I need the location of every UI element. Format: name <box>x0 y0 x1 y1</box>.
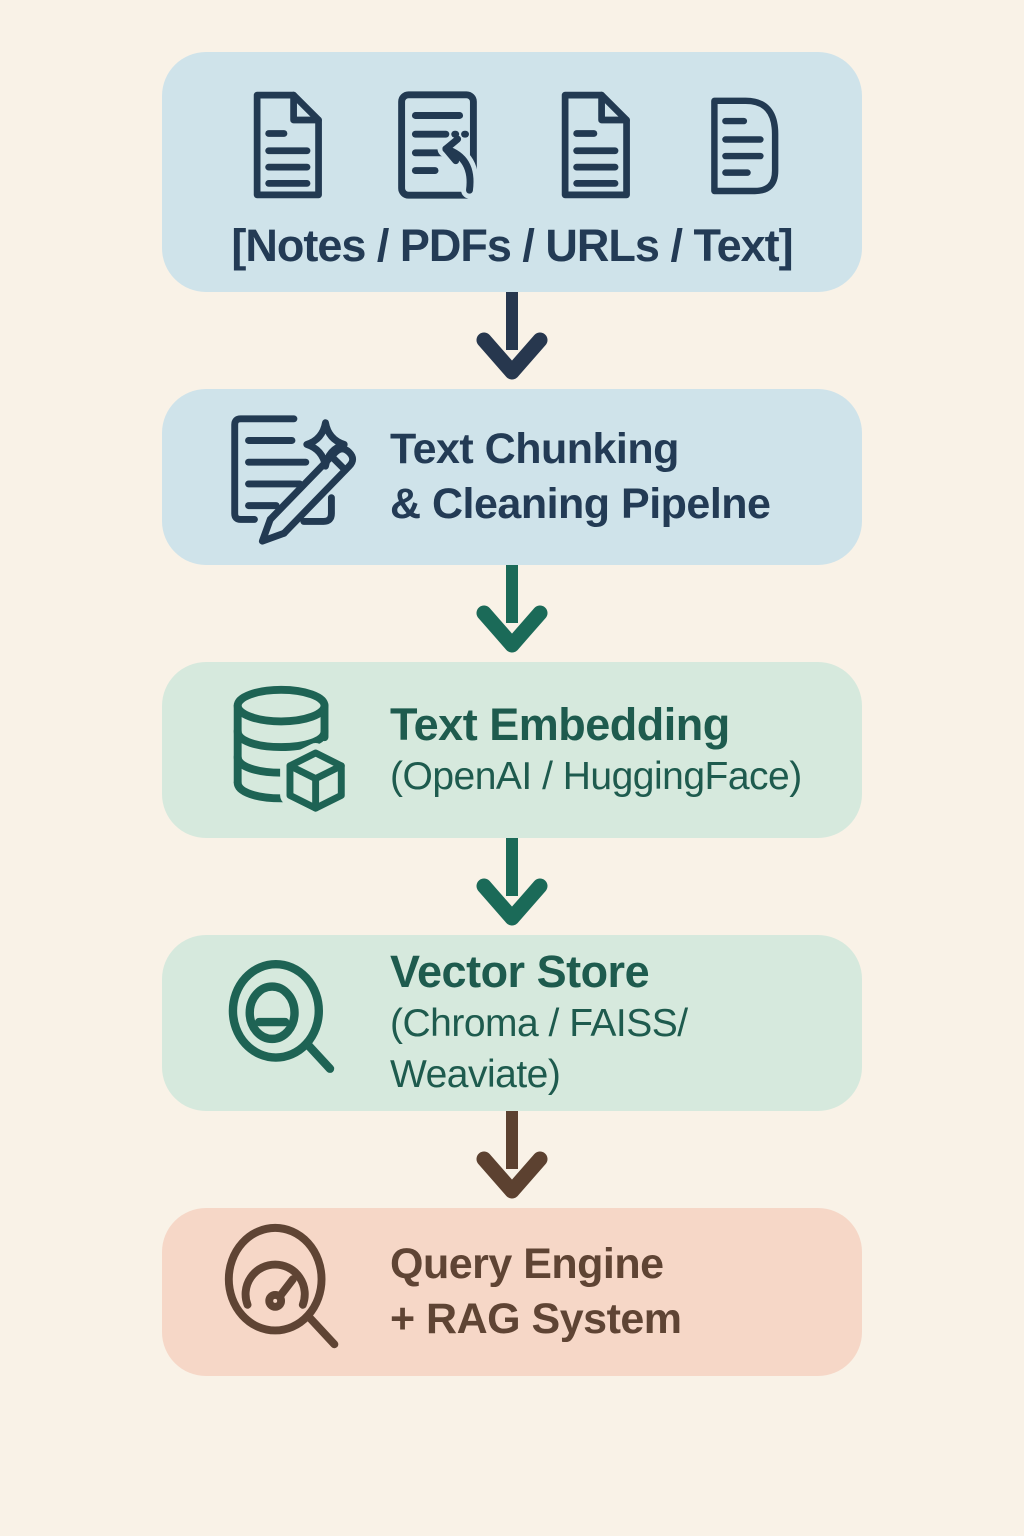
step-vectorstore-box: Vector Store (Chroma / FAISS/ Weaviate) <box>162 935 862 1111</box>
chunking-title-line2: & Cleaning Pipelne <box>390 480 771 528</box>
arrow-down-icon <box>476 838 548 926</box>
document-edit-sparkle-icon <box>231 415 357 545</box>
urls-document-icon <box>561 91 630 199</box>
arrow-down-icon <box>476 565 548 653</box>
chunking-title-line1: Text Chunking <box>390 424 679 473</box>
vectorstore-title: Vector Store <box>390 946 650 998</box>
queryengine-title-line1: Query Engine <box>390 1239 664 1288</box>
arrow-down-icon <box>476 292 548 380</box>
embedding-title: Text Embedding <box>390 698 730 750</box>
database-cube-icon <box>233 685 352 819</box>
step-embedding-box: Text Embedding (OpenAI / HuggingFace) <box>162 662 862 838</box>
text-document-icon <box>711 97 779 195</box>
arrow-vectorstore-to-queryengine <box>457 1111 567 1208</box>
embedding-subtitle: (OpenAI / HuggingFace) <box>390 754 802 798</box>
arrow-embedding-to-vectorstore <box>457 838 567 935</box>
source-icons-row <box>236 86 788 204</box>
step-input-sources-box: [Notes / PDFs / URLs / Text] <box>162 52 862 292</box>
notes-document-icon <box>253 91 322 199</box>
magnifier-gauge-icon <box>224 1223 339 1349</box>
import-document-icon <box>398 91 479 199</box>
arrow-down-icon <box>476 1111 548 1199</box>
step-chunking-box: Text Chunking & Cleaning Pipelne <box>162 389 862 565</box>
arrow-chunking-to-embedding <box>457 565 567 662</box>
step-queryengine-box: Query Engine + RAG System <box>162 1208 862 1376</box>
queryengine-title-line2: + RAG System <box>390 1295 682 1343</box>
arrow-sources-to-chunking <box>457 292 567 389</box>
sources-caption: [Notes / PDFs / URLs / Text] <box>231 220 793 271</box>
rag-pipeline-diagram: [Notes / PDFs / URLs / Text] <box>162 52 862 1376</box>
magnifier-minus-icon <box>228 960 335 1073</box>
vectorstore-subtitle: (Chroma / FAISS/ Weaviate) <box>390 1002 688 1096</box>
